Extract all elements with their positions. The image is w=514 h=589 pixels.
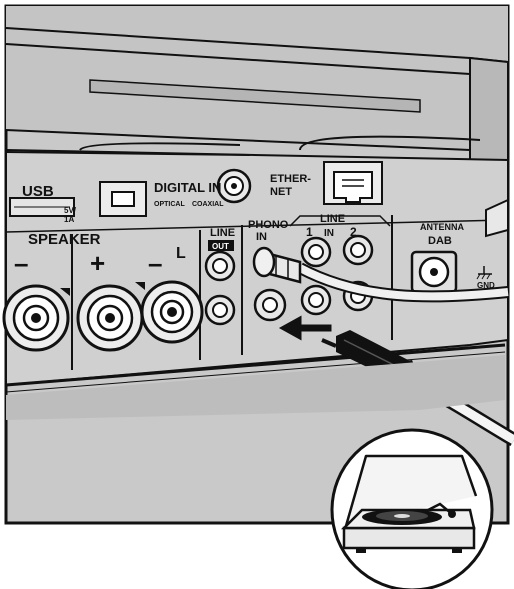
optical-label: OPTICAL <box>154 201 185 208</box>
antenna-dab-label: DAB <box>428 235 452 247</box>
speaker-terminal-plus <box>78 286 142 350</box>
phono-jack-bottom <box>255 290 285 320</box>
line-out-jack-bottom <box>206 296 234 324</box>
line-in-mid-label: IN <box>324 228 334 239</box>
digital-in-label: DIGITAL IN <box>154 180 221 195</box>
coaxial-input <box>218 170 250 202</box>
usb-power-label-2: 1A <box>64 215 74 224</box>
coaxial-label: COAXIAL <box>192 201 224 208</box>
line-out-jack-top <box>206 252 234 280</box>
speaker-plus-label: + <box>90 248 105 278</box>
ethernet-label: ETHER- <box>270 173 311 185</box>
line-out-label: LINE <box>210 227 235 239</box>
optical-input <box>100 182 146 216</box>
speaker-terminal-left-minus <box>142 282 202 342</box>
line-in-2-jack-top <box>344 236 372 264</box>
line-in-label: LINE <box>320 213 345 225</box>
ethernet-port <box>324 162 382 204</box>
usb-label: USB <box>22 183 54 200</box>
line-out-label-2: OUT <box>212 242 229 251</box>
phono-label: PHONO <box>248 219 289 231</box>
line-in-1-label: 1 <box>306 225 313 239</box>
speaker-label: SPEAKER <box>28 231 101 248</box>
ethernet-label-2: NET <box>270 186 292 198</box>
antenna-label: ANTENNA <box>420 222 464 232</box>
speaker-l-label: L <box>176 245 186 262</box>
usb-power-label: 5V/ <box>64 206 77 215</box>
dab-antenna-jack <box>412 252 456 292</box>
line-in-1-jack-bottom <box>302 286 330 314</box>
phono-in-label: IN <box>256 231 267 243</box>
speaker-terminal-right-minus <box>4 286 68 350</box>
turntable-inset <box>332 430 492 589</box>
speaker-minus-left-label: – <box>148 248 162 278</box>
speaker-minus-right-label: – <box>14 248 28 278</box>
line-in-1-jack-top <box>302 238 330 266</box>
